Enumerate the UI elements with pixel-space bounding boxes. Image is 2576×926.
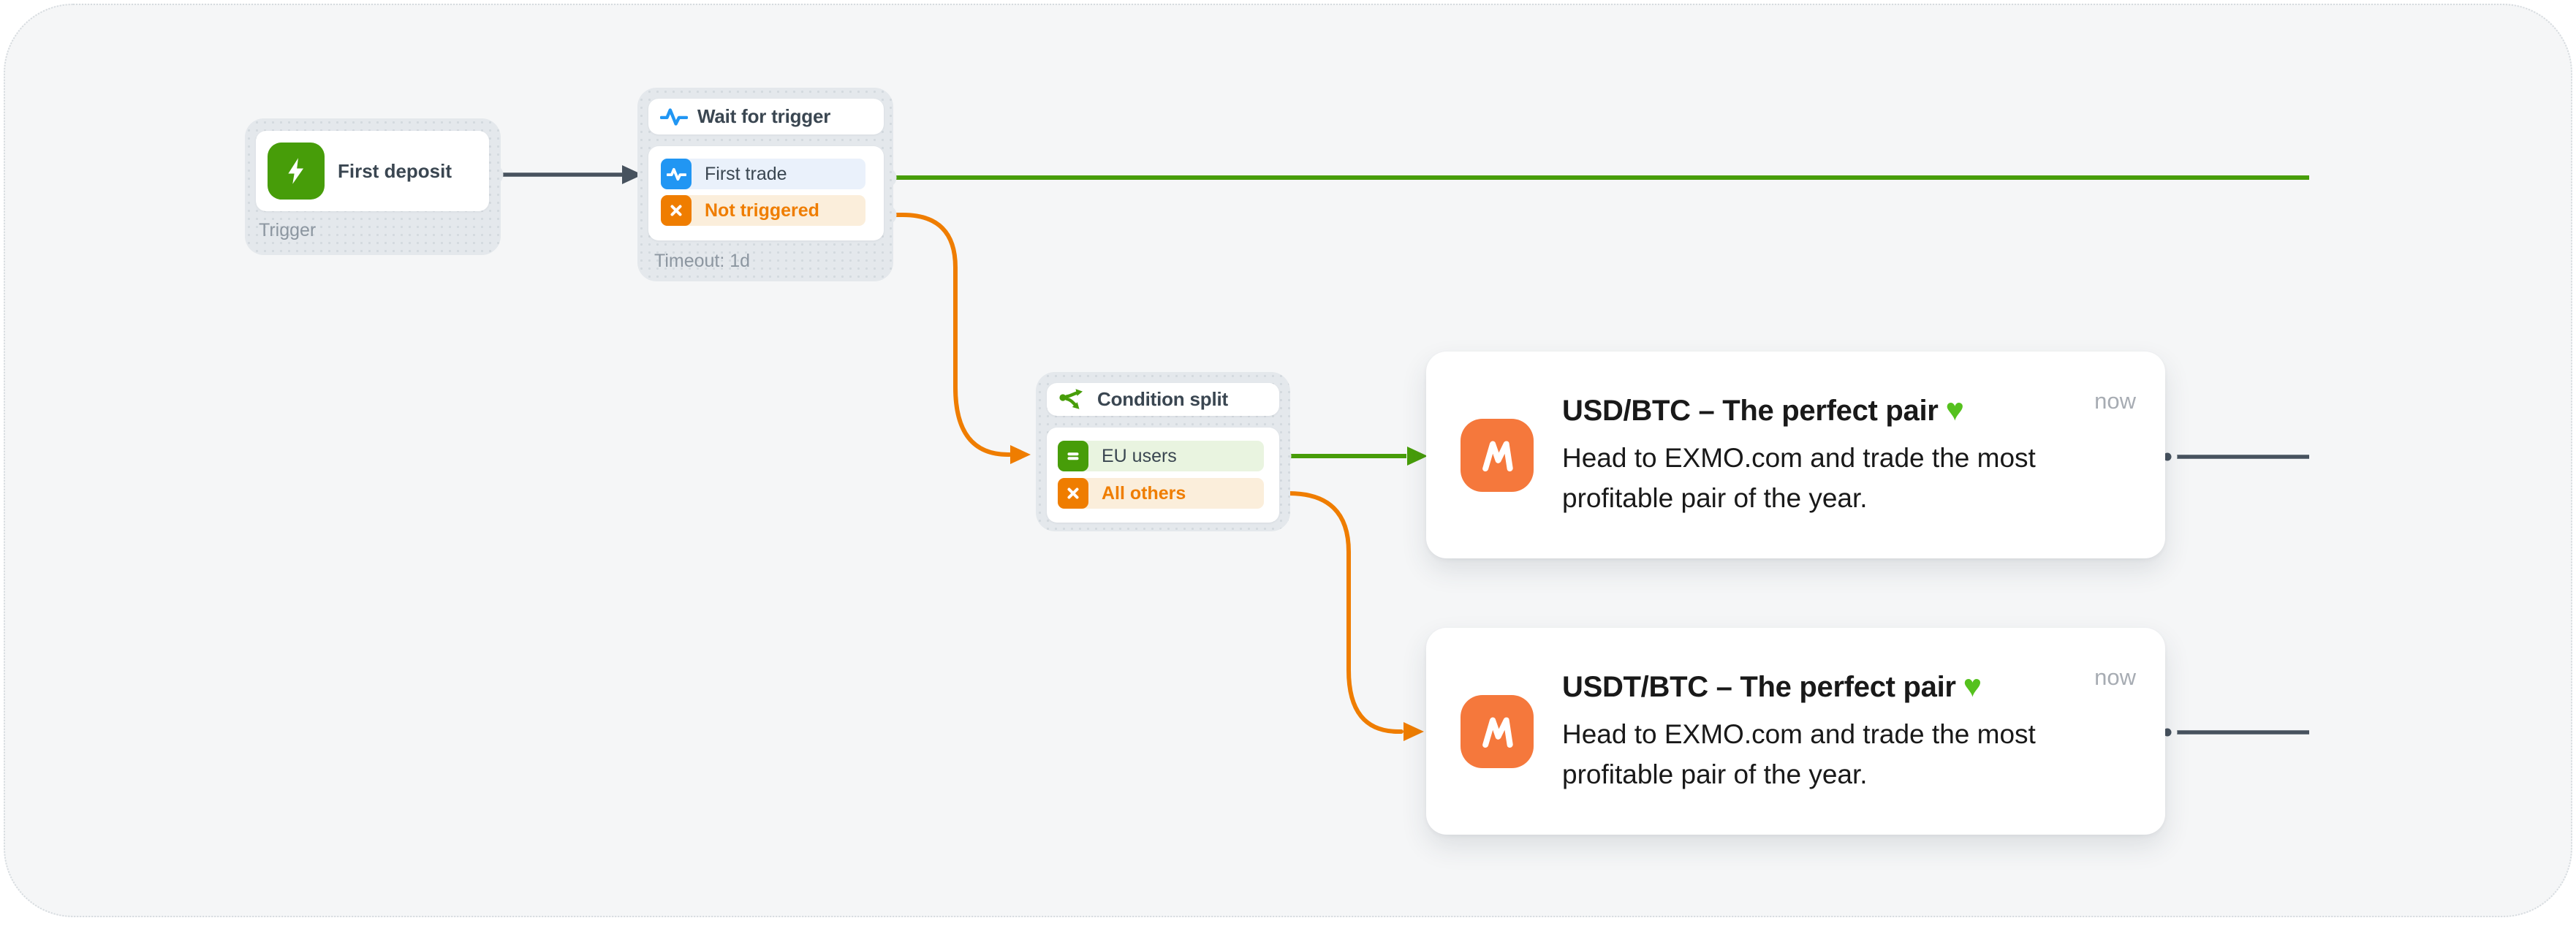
mindbox-m-icon bbox=[1461, 695, 1534, 768]
trigger-card[interactable]: First deposit bbox=[256, 131, 489, 211]
message-title: USDT/BTC – The perfect pair♥ bbox=[1562, 669, 1982, 705]
wait-row-label: Not triggered bbox=[705, 200, 819, 221]
node-trigger-first-deposit[interactable]: First deposit Trigger bbox=[245, 118, 501, 255]
flow-canvas[interactable]: First deposit Trigger Wait for trigger F… bbox=[4, 4, 2572, 917]
message-title: USD/BTC – The perfect pair♥ bbox=[1562, 392, 1964, 428]
wait-row-first-trade[interactable]: First trade bbox=[661, 159, 865, 189]
x-icon bbox=[1058, 478, 1088, 509]
split-body: EU users All others bbox=[1047, 428, 1279, 523]
edge-first-trade-out bbox=[880, 171, 2310, 185]
edge-eu-users-to-message-1 bbox=[1275, 447, 1428, 466]
pulse-icon bbox=[660, 107, 688, 127]
message-timestamp: now bbox=[2094, 388, 2136, 414]
edge-trigger-to-wait bbox=[487, 165, 643, 184]
split-row-label: EU users bbox=[1102, 446, 1177, 467]
equals-icon bbox=[1058, 441, 1088, 471]
wait-row-label: First trade bbox=[705, 164, 787, 185]
push-message-card-usd-btc[interactable]: USD/BTC – The perfect pair♥ Head to EXMO… bbox=[1426, 352, 2165, 558]
node-wait-for-trigger[interactable]: Wait for trigger First trade Not trigger… bbox=[637, 88, 893, 281]
wait-timeout-label: Timeout: 1d bbox=[654, 251, 750, 272]
green-heart-icon: ♥ bbox=[1946, 392, 1964, 428]
wait-body: First trade Not triggered bbox=[648, 146, 884, 240]
edge-message-2-out bbox=[2161, 726, 2310, 740]
pulse-icon bbox=[661, 159, 692, 189]
x-icon bbox=[661, 195, 692, 226]
mindbox-m-icon bbox=[1461, 419, 1534, 492]
wait-header[interactable]: Wait for trigger bbox=[648, 99, 884, 134]
split-row-eu-users[interactable]: EU users bbox=[1058, 441, 1264, 471]
green-heart-icon: ♥ bbox=[1963, 669, 1982, 704]
wait-row-not-triggered[interactable]: Not triggered bbox=[661, 195, 865, 226]
trigger-title: First deposit bbox=[338, 131, 452, 211]
split-row-label: All others bbox=[1102, 483, 1186, 504]
edge-all-others-to-message-2 bbox=[1273, 487, 1425, 742]
message-timestamp: now bbox=[2094, 664, 2136, 691]
message-body: Head to EXMO.com and trade the most prof… bbox=[1562, 714, 2078, 794]
message-body: Head to EXMO.com and trade the most prof… bbox=[1562, 438, 2078, 518]
branch-icon bbox=[1058, 387, 1088, 412]
edge-message-1-out bbox=[2161, 450, 2310, 464]
edge-not-triggered-to-split bbox=[880, 208, 1031, 465]
node-condition-split[interactable]: Condition split EU users All others bbox=[1036, 372, 1290, 531]
wait-title: Wait for trigger bbox=[697, 105, 830, 128]
split-row-all-others[interactable]: All others bbox=[1058, 478, 1264, 509]
split-title: Condition split bbox=[1097, 388, 1228, 411]
split-header[interactable]: Condition split bbox=[1047, 383, 1279, 416]
lightning-bolt-icon bbox=[268, 143, 325, 200]
trigger-type-label: Trigger bbox=[259, 220, 316, 241]
push-message-card-usdt-btc[interactable]: USDT/BTC – The perfect pair♥ Head to EXM… bbox=[1426, 628, 2165, 835]
